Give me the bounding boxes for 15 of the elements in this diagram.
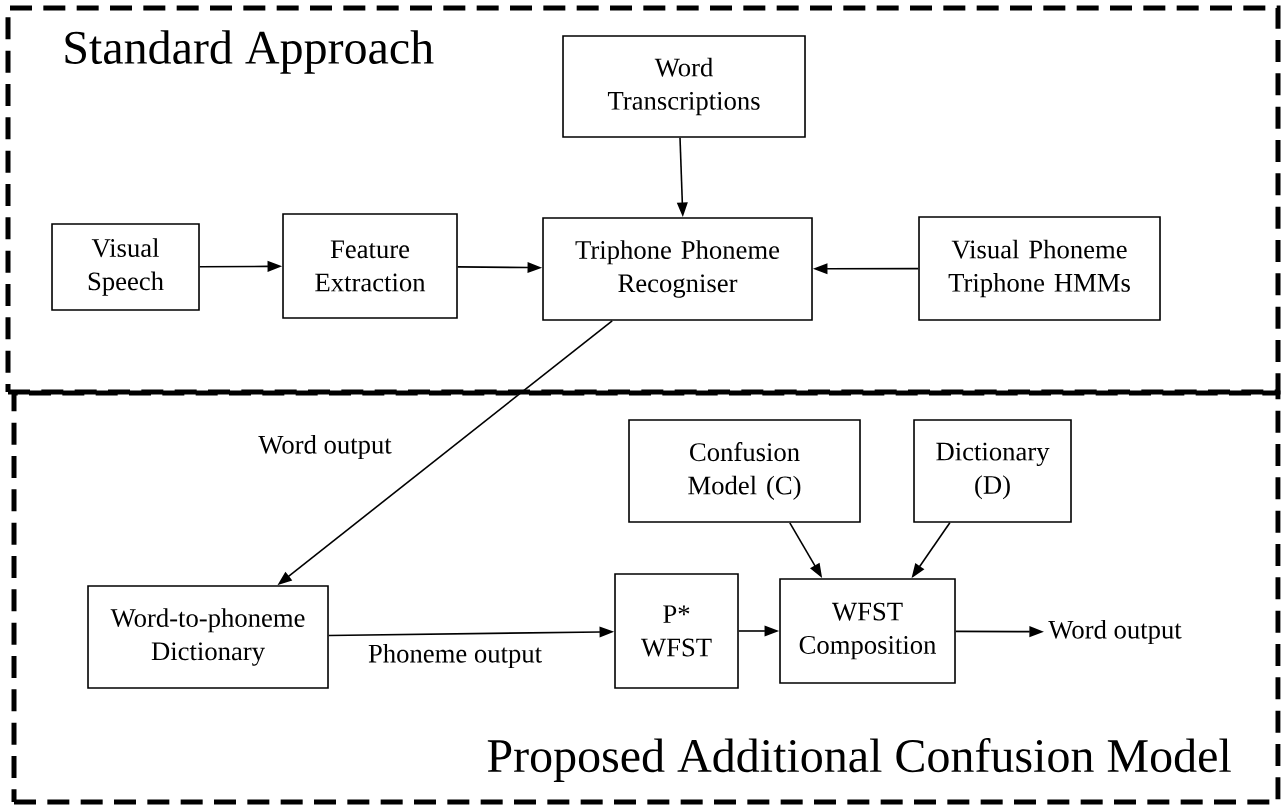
output-text: Word output xyxy=(1048,619,1182,645)
process-box: Visual Phoneme Triphone HMMs xyxy=(918,216,1161,321)
process-box: Triphone Phoneme Recogniser xyxy=(542,217,813,321)
process-box: Dictionary (D) xyxy=(913,419,1072,523)
process-box: P* WFST xyxy=(614,573,739,689)
process-box: Word-to-phoneme Dictionary xyxy=(87,585,329,689)
section-title: Standard Approach xyxy=(65,30,434,74)
process-box: WFST Composition xyxy=(779,578,956,684)
process-box: Visual Speech xyxy=(51,223,200,311)
section-title: Proposed Additional Confusion Model xyxy=(487,738,1231,782)
process-box: Feature Extraction xyxy=(282,213,458,319)
process-box: Word Transcriptions xyxy=(562,35,806,138)
edge-label: Word output xyxy=(255,432,395,462)
edge-label: Phoneme output xyxy=(365,641,545,671)
process-box: Confusion Model (C) xyxy=(628,419,861,523)
